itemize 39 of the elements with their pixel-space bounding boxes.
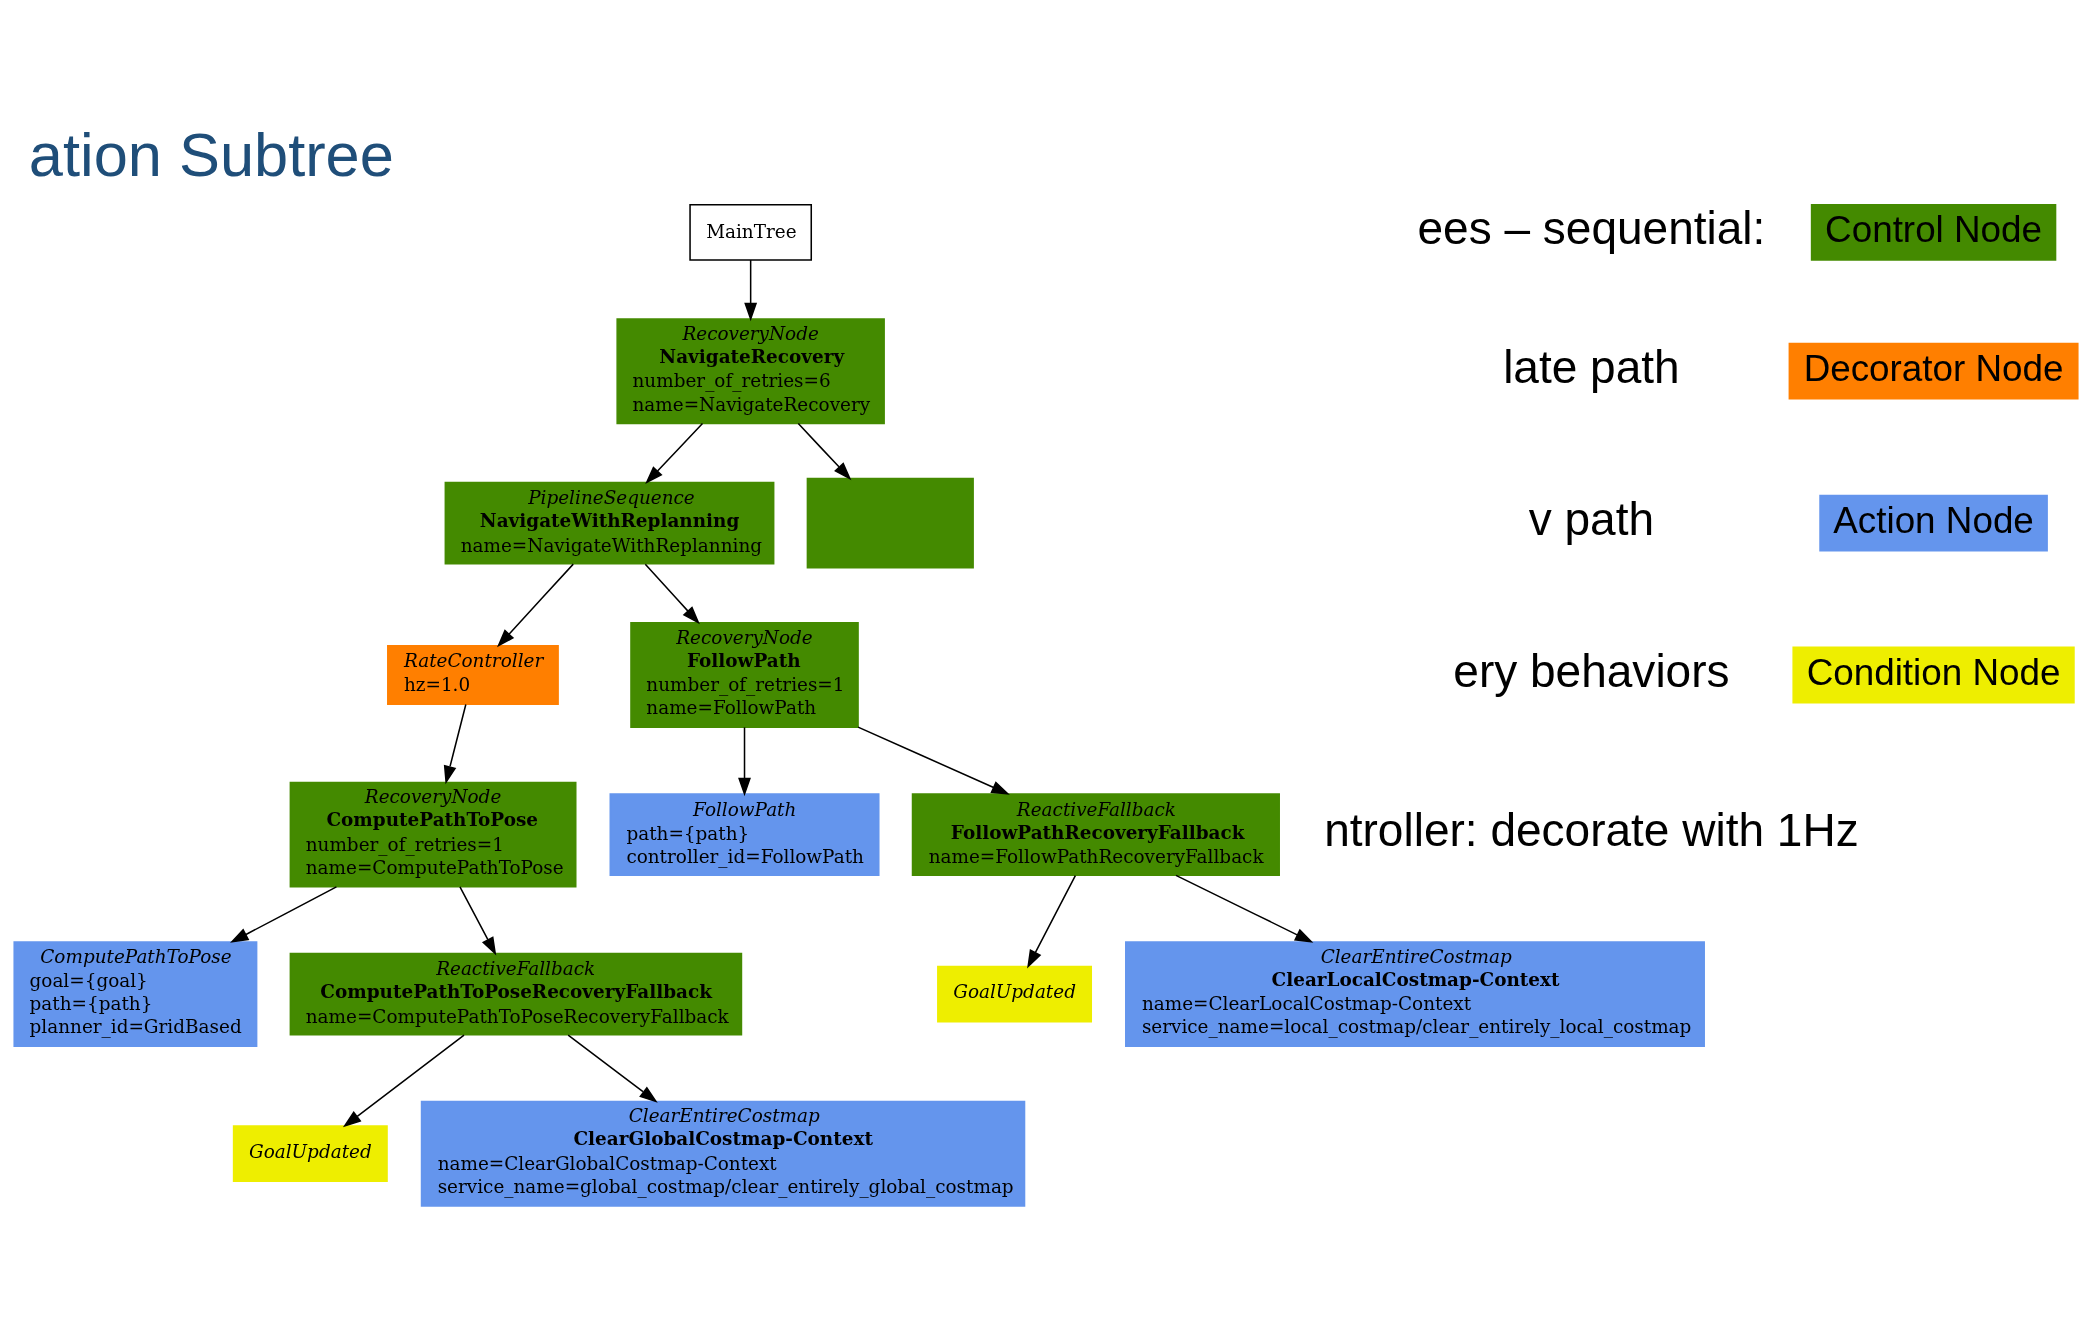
arrow [342, 1033, 465, 1127]
node-box: RateController hz=1.0 [387, 644, 559, 705]
arrow [738, 726, 751, 796]
label: ees – sequential: [1417, 201, 1766, 254]
node-box: MainTree [689, 203, 813, 261]
arrow [857, 725, 1010, 795]
node-box: ComputePathToPose goal={goal} path={path} planner_id=GridBased [13, 940, 258, 1047]
node-box: GoalUpdated [232, 1124, 388, 1182]
legend-label: Decorator Node [1803, 347, 2064, 389]
arrow [1175, 874, 1314, 943]
node-box: RecoveryNode ComputePathToPose number_of_retries=1 name=ComputePathToPose [289, 781, 577, 887]
node-box: ReactiveFallback ComputePathToPoseRecoveryFallback name=ComputePathToPoseRecoveryFallback [289, 952, 743, 1036]
arrow [744, 258, 758, 321]
node-box: ClearEntireCostmap ClearGlobalCostmap-Context name=ClearGlobalCostmap-Context service_name=global_costmap/clear_entirely_global_costmap [420, 1100, 1026, 1207]
arrow [567, 1033, 658, 1103]
label: ntroller: decorate with 1Hz [1324, 803, 1859, 856]
node-box: GoalUpdated [937, 965, 1093, 1022]
arrow [230, 885, 338, 943]
arrow [644, 562, 700, 624]
label: ery behaviors [1453, 644, 1730, 697]
label: late path [1503, 340, 1680, 393]
legend-label: Action Node [1833, 499, 2034, 541]
node-box: RecoveryNode NavigateRecovery number_of_retries=6 name=NavigateRecovery [616, 317, 885, 424]
label: v path [1528, 492, 1655, 545]
arrow [797, 422, 852, 480]
arrow [459, 885, 497, 955]
diagram-title: ation Subtree [28, 119, 394, 189]
node-box: FollowPath path={path} controller_id=FollowPath [609, 792, 880, 876]
legend-label: Condition Node [1806, 651, 2061, 693]
arrow [645, 422, 704, 484]
arrow [443, 703, 467, 784]
arrow [1027, 874, 1077, 968]
legend-label: Control Node [1825, 208, 2043, 250]
node-box: ClearEntireCostmap ClearLocalCostmap-Context name=ClearLocalCostmap-Context service_name=local_costmap/clear_entirely_local_costmap [1125, 940, 1705, 1047]
node-box: PipelineSequence NavigateWithReplanning name=NavigateWithReplanning [444, 481, 775, 565]
node-box [806, 477, 974, 568]
node-box: RecoveryNode FollowPath number_of_retries=1 name=FollowPath [630, 621, 859, 728]
arrow [496, 562, 575, 647]
node-box: ReactiveFallback FollowPathRecoveryFallback name=FollowPathRecoveryFallback [911, 792, 1280, 876]
